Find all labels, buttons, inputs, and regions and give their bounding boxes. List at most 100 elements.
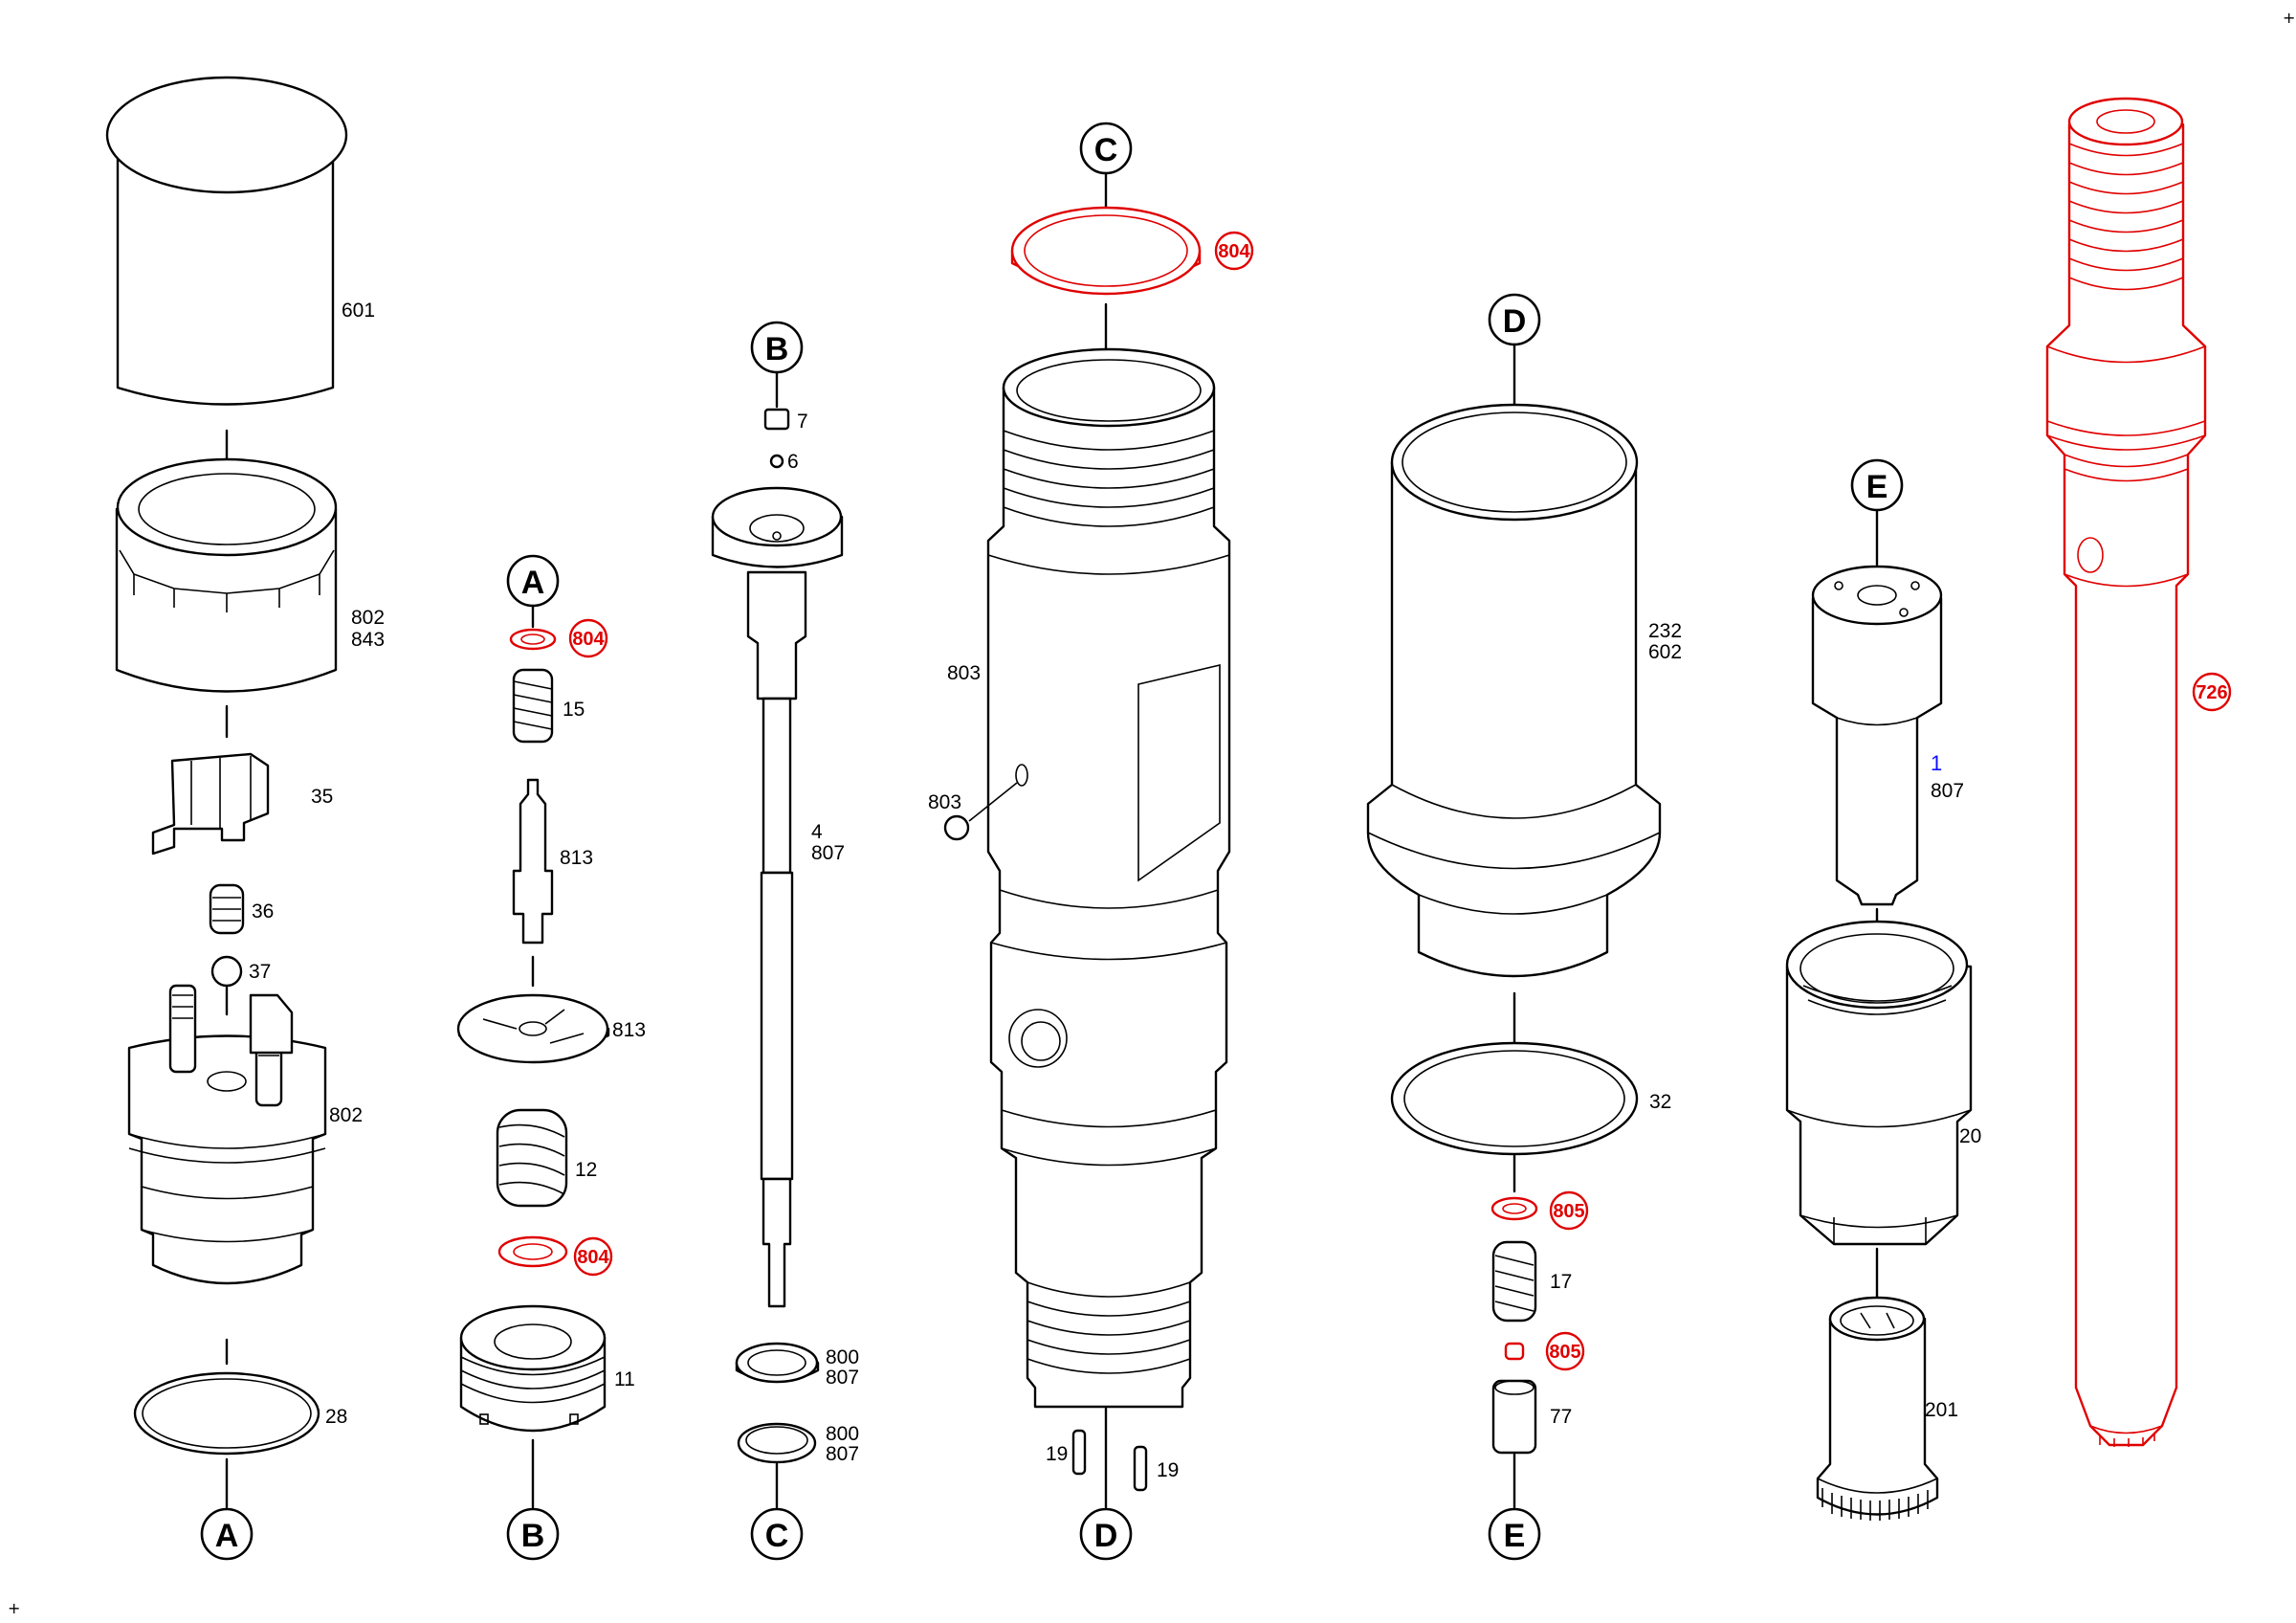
label-813-a: 813: [560, 847, 593, 869]
label-800-b: 800: [826, 1423, 859, 1445]
part-601-cap[interactable]: [105, 76, 348, 406]
label-1: 1: [1931, 751, 1942, 775]
label-802: 802: [351, 607, 385, 629]
label-12: 12: [575, 1159, 597, 1181]
part-19-pin-left[interactable]: [1071, 1429, 1087, 1476]
label-807-d: 807: [1931, 780, 1964, 802]
part-802-843-nut[interactable]: [115, 457, 338, 693]
svg-text:805: 805: [1549, 1342, 1580, 1363]
part-20-nozzle-nut[interactable]: [1785, 920, 1973, 1246]
label-813-b: 813: [612, 1019, 646, 1041]
part-804-large-seal[interactable]: [1010, 206, 1202, 296]
part-813-armature-plate[interactable]: [456, 993, 610, 1064]
marker-e-bottom: E: [1488, 1507, 1541, 1561]
marker-a-top: A: [506, 554, 560, 608]
part-12-spring[interactable]: [496, 1108, 568, 1208]
svg-text:B: B: [765, 331, 789, 367]
svg-text:E: E: [1866, 469, 1888, 505]
part-32-ring[interactable]: [1390, 1041, 1639, 1156]
part-36-screw[interactable]: [209, 883, 245, 935]
part-804-seal-ring-lower[interactable]: [497, 1235, 568, 1268]
part-726-pressure-pipe[interactable]: [2045, 97, 2207, 1447]
red-label-804-a: 804: [568, 618, 608, 658]
label-602: 602: [1648, 641, 1682, 663]
svg-text:805: 805: [1553, 1201, 1584, 1222]
part-800-ring-lower[interactable]: [737, 1422, 817, 1464]
label-77: 77: [1550, 1406, 1572, 1428]
label-601: 601: [342, 300, 375, 322]
part-805-seal-ring[interactable]: [1490, 1196, 1538, 1221]
label-7: 7: [797, 411, 808, 433]
part-19-pin-right[interactable]: [1133, 1445, 1148, 1492]
label-36: 36: [252, 900, 274, 923]
marker-b-top: B: [750, 321, 804, 374]
label-28: 28: [325, 1406, 347, 1428]
part-813-armature-pin[interactable]: [512, 778, 554, 945]
part-11-armature-nut[interactable]: [459, 1304, 607, 1433]
red-label-805-b: 805: [1545, 1331, 1585, 1371]
label-800-a: 800: [826, 1346, 859, 1368]
svg-text:726: 726: [2196, 682, 2227, 703]
part-201-sleeve[interactable]: [1816, 1296, 1939, 1521]
label-807-b: 807: [826, 1367, 859, 1389]
part-805-small-seal[interactable]: [1504, 1342, 1525, 1361]
svg-text:A: A: [215, 1518, 239, 1554]
red-label-805-a: 805: [1549, 1190, 1589, 1231]
svg-text:804: 804: [1218, 241, 1250, 262]
corner-mark-top-right: +: [2283, 9, 2295, 27]
part-6-ball[interactable]: [769, 454, 784, 469]
marker-d-top: D: [1488, 293, 1541, 346]
svg-text:C: C: [765, 1518, 789, 1554]
label-4: 4: [811, 821, 823, 843]
part-803-ball[interactable]: [943, 814, 970, 841]
label-19-b: 19: [1157, 1459, 1179, 1481]
label-17: 17: [1550, 1271, 1572, 1293]
label-807-a: 807: [811, 842, 845, 864]
marker-e-top: E: [1850, 458, 1904, 512]
part-28-o-ring[interactable]: [133, 1371, 320, 1456]
label-803-b: 803: [928, 791, 961, 813]
part-4-valve-piece[interactable]: [711, 486, 844, 1308]
marker-b-bottom: B: [506, 1507, 560, 1561]
svg-text:804: 804: [577, 1247, 609, 1268]
label-803-a: 803: [947, 662, 981, 684]
marker-a-bottom: A: [200, 1507, 254, 1561]
svg-text:E: E: [1504, 1518, 1526, 1554]
label-802-body: 802: [329, 1104, 363, 1126]
red-label-726: 726: [2192, 672, 2232, 712]
part-35-clip[interactable]: [151, 752, 270, 856]
label-201: 201: [1925, 1399, 1958, 1421]
label-20: 20: [1959, 1125, 1981, 1147]
part-1-nozzle[interactable]: [1811, 565, 1943, 906]
label-35: 35: [311, 786, 333, 808]
part-37-ball[interactable]: [210, 955, 243, 988]
red-label-804-b: 804: [573, 1236, 613, 1277]
corner-mark-bottom-left: +: [8, 1599, 20, 1617]
label-37: 37: [249, 961, 271, 983]
part-232-602-sleeve[interactable]: [1366, 403, 1662, 978]
label-807-c: 807: [826, 1443, 859, 1465]
label-11: 11: [614, 1368, 635, 1390]
part-804-seal-ring[interactable]: [509, 628, 557, 651]
red-label-804-c: 804: [1214, 231, 1254, 271]
marker-c-bottom: C: [750, 1507, 804, 1561]
svg-text:D: D: [1503, 303, 1527, 340]
label-6: 6: [787, 451, 799, 473]
part-15-spring[interactable]: [512, 668, 554, 744]
svg-text:B: B: [521, 1518, 545, 1554]
svg-text:C: C: [1094, 132, 1118, 168]
label-843: 843: [351, 629, 385, 651]
part-7-insert[interactable]: [763, 408, 790, 431]
label-19-a: 19: [1046, 1443, 1068, 1465]
part-802-solenoid-body[interactable]: [127, 984, 327, 1285]
marker-c-top: C: [1079, 122, 1133, 175]
svg-text:A: A: [521, 565, 545, 601]
label-32: 32: [1649, 1091, 1671, 1113]
part-17-spring[interactable]: [1491, 1240, 1537, 1323]
part-77-pin[interactable]: [1491, 1379, 1537, 1455]
marker-d-bottom: D: [1079, 1507, 1133, 1561]
part-803-injector-body[interactable]: [968, 347, 1231, 1409]
svg-text:D: D: [1094, 1518, 1118, 1554]
part-800-ring-upper[interactable]: [735, 1342, 820, 1384]
